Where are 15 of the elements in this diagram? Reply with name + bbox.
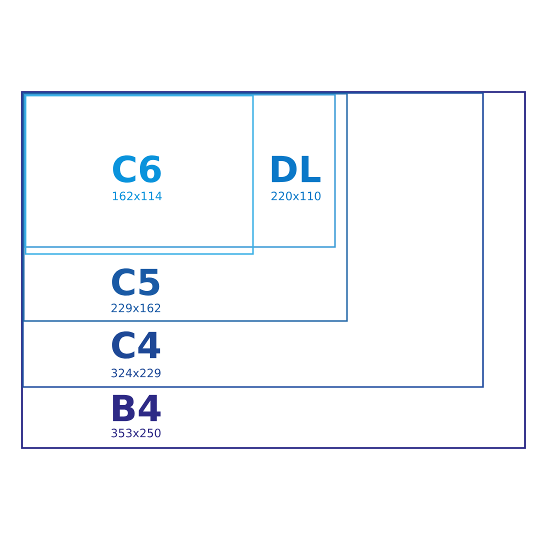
dimension-label: 220x110 <box>272 192 321 200</box>
envelope-outline <box>22 92 484 388</box>
dimension-label: 162x114 <box>112 192 162 200</box>
format-label: C4 <box>112 331 160 359</box>
envelope-outline <box>24 94 254 255</box>
envelope-outline <box>24 94 336 248</box>
dimension-label: 353x250 <box>112 428 161 438</box>
dimension-label: 324x229 <box>112 368 161 378</box>
format-label: DL <box>272 156 320 182</box>
envelope-outline <box>21 91 526 449</box>
envelope-outline <box>23 93 348 322</box>
dimension-label: 229x162 <box>112 304 160 312</box>
format-label: B4 <box>113 394 161 422</box>
format-label: C6 <box>113 155 161 183</box>
format-label: C5 <box>112 268 160 296</box>
